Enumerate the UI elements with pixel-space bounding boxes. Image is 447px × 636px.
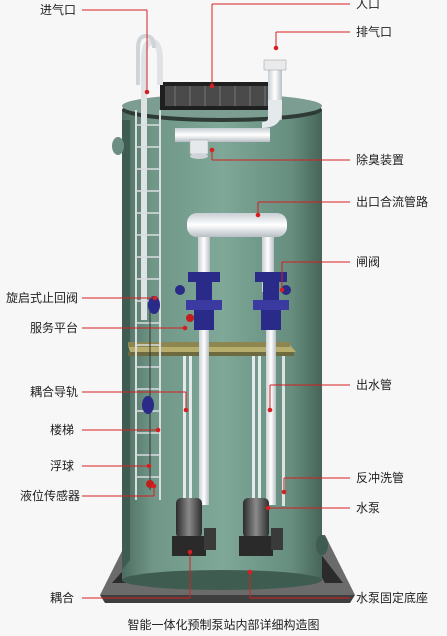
inlet-pipe — [136, 33, 163, 320]
discharge-pipes — [183, 330, 285, 506]
label-outlet-pipe: 出水管 — [356, 378, 393, 392]
label-level-sensor: 液位传感器 — [20, 489, 81, 503]
valve-right — [253, 272, 291, 330]
pump-left — [172, 498, 216, 556]
label-ladder: 楼梯 — [50, 423, 75, 437]
label-deodorizer: 除臭装置 — [356, 153, 405, 167]
label-backwash-pipe: 反冲洗管 — [356, 471, 405, 485]
label-service-platform: 服务平台 — [30, 321, 79, 335]
label-gate-valve: 闸阀 — [356, 255, 381, 269]
figure-caption: 智能一体化预制泵站内部详细构造图 — [127, 618, 320, 632]
deodorization-device — [175, 100, 282, 159]
label-pump: 水泵 — [356, 501, 381, 515]
label-entry: 人口 — [356, 0, 381, 11]
valve-left — [175, 272, 222, 330]
label-pump-base: 水泵固定底座 — [356, 591, 429, 605]
label-air-inlet: 进气口 — [40, 3, 77, 17]
valves — [175, 272, 291, 330]
label-coupling-guide-rail: 耦合导轨 — [30, 385, 79, 399]
pumps — [172, 498, 283, 556]
label-float-ball: 浮球 — [50, 459, 75, 473]
label-swing-check-valve: 旋启式止回阀 — [6, 291, 79, 305]
label-outlet-manifold: 出口合流管路 — [356, 195, 429, 209]
pump-right — [239, 498, 283, 556]
leader-lines — [82, 3, 350, 599]
manhole-entry — [160, 82, 280, 110]
label-coupling: 耦合 — [50, 591, 75, 605]
label-exhaust: 排气口 — [356, 25, 393, 39]
